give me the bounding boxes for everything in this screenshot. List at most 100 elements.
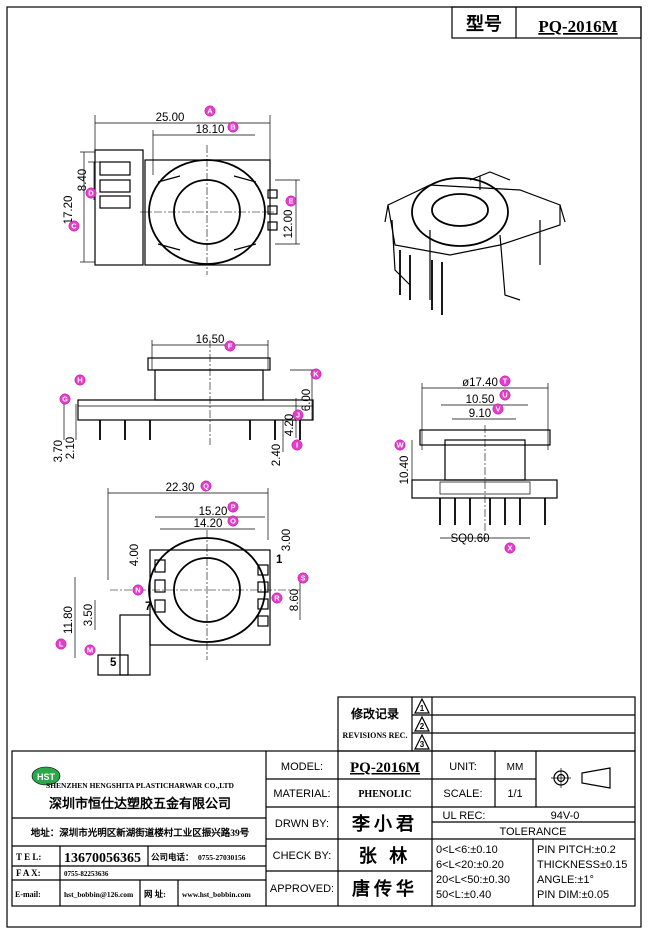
revisions-label-en: REVISIONS REC. xyxy=(343,731,408,740)
dim-1040: 10.40 xyxy=(399,456,411,485)
tolerance-row: 0<L<6:±0.10 xyxy=(436,844,498,856)
company-address: 地址：深圳市光明区新湖街道楼村工业区振兴路39号 xyxy=(31,827,250,839)
dim-910: 9.10 xyxy=(469,408,491,420)
spec-row: PIN DIM:±0.05 xyxy=(537,889,609,901)
company-logo: HST xyxy=(31,766,61,786)
revisions-label-cn: 修改记录 xyxy=(350,706,399,721)
svg-text:I: I xyxy=(296,441,298,450)
callout-bubble-q: Q xyxy=(200,480,212,492)
dim-400: 4.00 xyxy=(129,544,141,566)
dim-d: 8.40 xyxy=(77,169,89,191)
tolerance-row: 50<L:±0.40 xyxy=(436,889,491,901)
callout-bubble-o: O xyxy=(227,515,239,527)
revisions-table: 修改记录 REVISIONS REC. 1 23 xyxy=(337,696,636,752)
header-model-label: 型号 xyxy=(466,13,502,34)
svg-text:R: R xyxy=(274,594,280,603)
projection-symbol xyxy=(551,767,611,789)
bottom-view: 22.30 15.20 14.20 4.00 3.00 8.60 11.80 3… xyxy=(63,482,301,676)
dim-350: 3.50 xyxy=(83,604,95,626)
svg-text:U: U xyxy=(502,391,507,400)
callout-bubble-b: B xyxy=(227,121,239,133)
sheet-border xyxy=(6,6,642,928)
svg-text:P: P xyxy=(230,503,235,512)
dim-side-420: 4.20 xyxy=(284,414,296,436)
callout-bubble-a: A xyxy=(204,105,216,117)
fax-value: 0755-82253636 xyxy=(64,870,109,878)
ul-value: 94V-0 xyxy=(551,810,580,822)
svg-text:B: B xyxy=(230,123,236,132)
end-view: ø17.40 10.50 9.10 10.40 SQ0.60 xyxy=(399,377,558,545)
callout-bubble-m: M xyxy=(84,644,96,656)
svg-text:X: X xyxy=(507,544,512,553)
dim-1050: 10.50 xyxy=(466,394,495,406)
callout-bubble-u: U xyxy=(499,389,511,401)
dim-side-370: 3.70 xyxy=(53,440,65,462)
svg-text:1: 1 xyxy=(420,704,425,713)
material-label: MATERIAL: xyxy=(273,788,330,800)
dim-300: 3.00 xyxy=(281,529,293,551)
dim-side-240: 2.40 xyxy=(271,444,283,466)
svg-text:K: K xyxy=(313,370,319,379)
callout-bubble-k: K xyxy=(310,368,322,380)
dim-dia: ø17.40 xyxy=(462,377,498,389)
svg-text:G: G xyxy=(62,395,68,404)
dim-e: 12.00 xyxy=(283,210,295,239)
fax-label: F A X: xyxy=(16,868,41,878)
spec-row: ANGLE:±1° xyxy=(537,874,594,886)
dim-1180: 11.80 xyxy=(63,606,75,634)
svg-text:S: S xyxy=(300,574,305,583)
model-value: PQ-2016M xyxy=(350,760,420,776)
company-name-en: SHENZHEN HENGSHITA PLASTICHARWAR CO.,LTD xyxy=(46,781,234,790)
svg-text:N: N xyxy=(135,586,140,595)
callout-bubble-f: F xyxy=(224,340,236,352)
callout-bubble-p: P xyxy=(227,501,239,513)
unit-label: UNIT: xyxy=(449,761,477,773)
company-name-cn: 深圳市恒仕达塑胶五金有限公司 xyxy=(49,796,231,811)
dim-p: 15.20 xyxy=(199,506,228,518)
tel-label: T E L: xyxy=(16,852,41,862)
drawn-label: DRWN BY: xyxy=(275,818,329,830)
svg-text:M: M xyxy=(87,646,93,655)
callout-bubble-g: G xyxy=(59,393,71,405)
callout-bubble-j: J xyxy=(292,409,304,421)
svg-text:D: D xyxy=(88,189,94,198)
svg-text:A: A xyxy=(207,107,213,116)
pin-5-label: 5 xyxy=(110,657,117,669)
callout-bubble-r: R xyxy=(271,592,283,604)
svg-text:F: F xyxy=(228,342,233,351)
model-label: MODEL: xyxy=(281,761,323,773)
top-view: 25.00 18.10 17.20 8.40 12.00 xyxy=(63,112,300,275)
svg-text:J: J xyxy=(296,411,300,420)
scale-label: SCALE: xyxy=(443,788,482,800)
svg-text:E: E xyxy=(288,197,293,206)
approved-label: APPROVED: xyxy=(270,883,334,895)
svg-text:H: H xyxy=(77,376,82,385)
isometric-view xyxy=(384,171,566,315)
callout-bubble-x: X xyxy=(504,542,516,554)
callout-bubble-t: T xyxy=(499,375,511,387)
ul-label: UL REC: xyxy=(443,810,486,822)
revision-row-3: 3 xyxy=(414,733,430,750)
header-model-box: 型号 PQ-2016M xyxy=(451,6,642,39)
email-value: hst_bobbin@126.com xyxy=(64,890,134,899)
header-model-value: PQ-2016M xyxy=(538,17,617,36)
spec-row: THICKNESS±0.15 xyxy=(537,859,627,871)
dim-side-210: 2.10 xyxy=(65,437,77,459)
callout-bubble-v: V xyxy=(492,403,504,415)
svg-text:Q: Q xyxy=(203,482,209,491)
drawn-value: 李小君 xyxy=(351,814,418,834)
dim-side-600: 6.00 xyxy=(301,389,313,411)
tolerance-label: TOLERANCE xyxy=(499,826,566,838)
revision-row-2: 2 xyxy=(414,715,430,732)
callout-bubble-e: E xyxy=(285,195,297,207)
dim-c: 17.20 xyxy=(63,196,75,225)
web-value: www.hst_bobbin.com xyxy=(182,890,252,899)
title-block: HST SHENZHEN HENGSHITA PLASTICHARWAR CO.… xyxy=(11,750,636,907)
side-view: 16.50 6.00 4.20 2.40 3.70 2.10 xyxy=(53,334,318,466)
dim-b: 18.10 xyxy=(196,124,225,136)
tolerance-row: 20<L<50:±0.30 xyxy=(436,874,510,886)
revision-row-1: 1 xyxy=(414,697,430,714)
callout-bubble-n: N xyxy=(132,584,144,596)
callout-bubble-w: W xyxy=(394,439,406,451)
